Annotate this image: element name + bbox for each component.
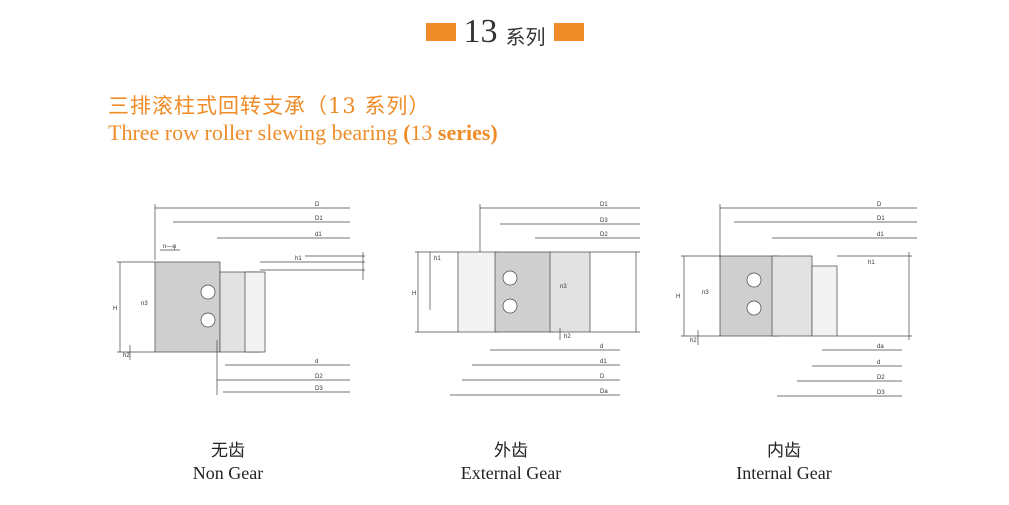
dim-D3: D3 bbox=[315, 386, 323, 392]
dim-D3: D3 bbox=[600, 218, 608, 224]
caption-internal-gear-cn: 内齿 bbox=[767, 441, 801, 461]
dim-D3: D3 bbox=[877, 390, 885, 396]
caption-external-gear-cn: 外齿 bbox=[494, 441, 528, 461]
title-en-paren: ( bbox=[403, 120, 411, 145]
dim-h1: h1 bbox=[295, 256, 302, 262]
header-left-bar bbox=[425, 23, 456, 41]
dim-n3: n3 bbox=[702, 290, 709, 296]
dim-n3: n3 bbox=[141, 301, 148, 307]
dim-H: H bbox=[676, 294, 680, 300]
caption-external-gear: 外齿 External Gear bbox=[411, 436, 611, 484]
dim-d1: d1 bbox=[315, 232, 322, 238]
title-en-prefix: Three row roller slewing bearing bbox=[108, 120, 404, 145]
dim-D: D bbox=[877, 202, 882, 208]
external-gear-diagram: D1 D3 D2 H h1 n3 h2 d d1 D Da bbox=[412, 202, 640, 396]
caption-external-gear-en: External Gear bbox=[460, 463, 562, 483]
dim-D: D bbox=[600, 374, 605, 380]
dim-Da: Da bbox=[600, 389, 608, 395]
header-right-bar bbox=[553, 23, 584, 41]
dim-h1: h1 bbox=[434, 256, 441, 262]
dim-D2: D2 bbox=[877, 375, 885, 381]
dim-h2: h2 bbox=[564, 334, 571, 340]
non-gear-diagram: D D1 d1 n—φ h1 H n3 h2 d D2 D3 bbox=[113, 202, 365, 395]
dim-d1: d1 bbox=[877, 232, 884, 238]
caption-non-gear-en: Non Gear bbox=[192, 463, 264, 483]
dim-d: d bbox=[600, 344, 603, 350]
title-en-number: 13 bbox=[410, 120, 438, 145]
caption-internal-gear: 内齿 Internal Gear bbox=[684, 436, 884, 484]
caption-non-gear-cn: 无齿 bbox=[211, 441, 245, 461]
dim-D2: D2 bbox=[600, 232, 608, 238]
title-chinese: 三排滚柱式回转支承（13 系列） bbox=[108, 94, 431, 118]
dim-h1: h1 bbox=[868, 260, 875, 266]
dim-D1: D1 bbox=[600, 202, 608, 208]
dim-D2: D2 bbox=[315, 374, 323, 380]
dim-h2: h2 bbox=[123, 353, 130, 359]
dim-D: D bbox=[315, 202, 320, 208]
dim-d: d bbox=[315, 359, 318, 365]
dim-n-phi: n—φ bbox=[163, 244, 176, 250]
dim-d1: d1 bbox=[600, 359, 607, 365]
dim-D1: D1 bbox=[877, 216, 885, 222]
series-number: 13 bbox=[463, 13, 498, 50]
series-label: 系列 bbox=[505, 24, 546, 49]
dim-H: H bbox=[113, 306, 117, 312]
dim-D1: D1 bbox=[315, 216, 323, 222]
caption-non-gear: 无齿 Non Gear bbox=[128, 436, 328, 484]
caption-internal-gear-en: Internal Gear bbox=[736, 463, 832, 483]
internal-gear-diagram: D D1 d1 h1 H n3 h2 da d D2 D3 bbox=[676, 202, 917, 397]
dim-da: da bbox=[877, 344, 884, 350]
dim-n3: n3 bbox=[560, 284, 567, 290]
dim-d: d bbox=[877, 360, 880, 366]
series-header: 13 系列 bbox=[0, 10, 1009, 54]
title-english: Three row roller slewing bearing (13 ser… bbox=[108, 120, 498, 146]
title-en-series: series) bbox=[437, 120, 498, 145]
dim-h2: h2 bbox=[690, 338, 697, 344]
dim-H: H bbox=[412, 291, 416, 297]
